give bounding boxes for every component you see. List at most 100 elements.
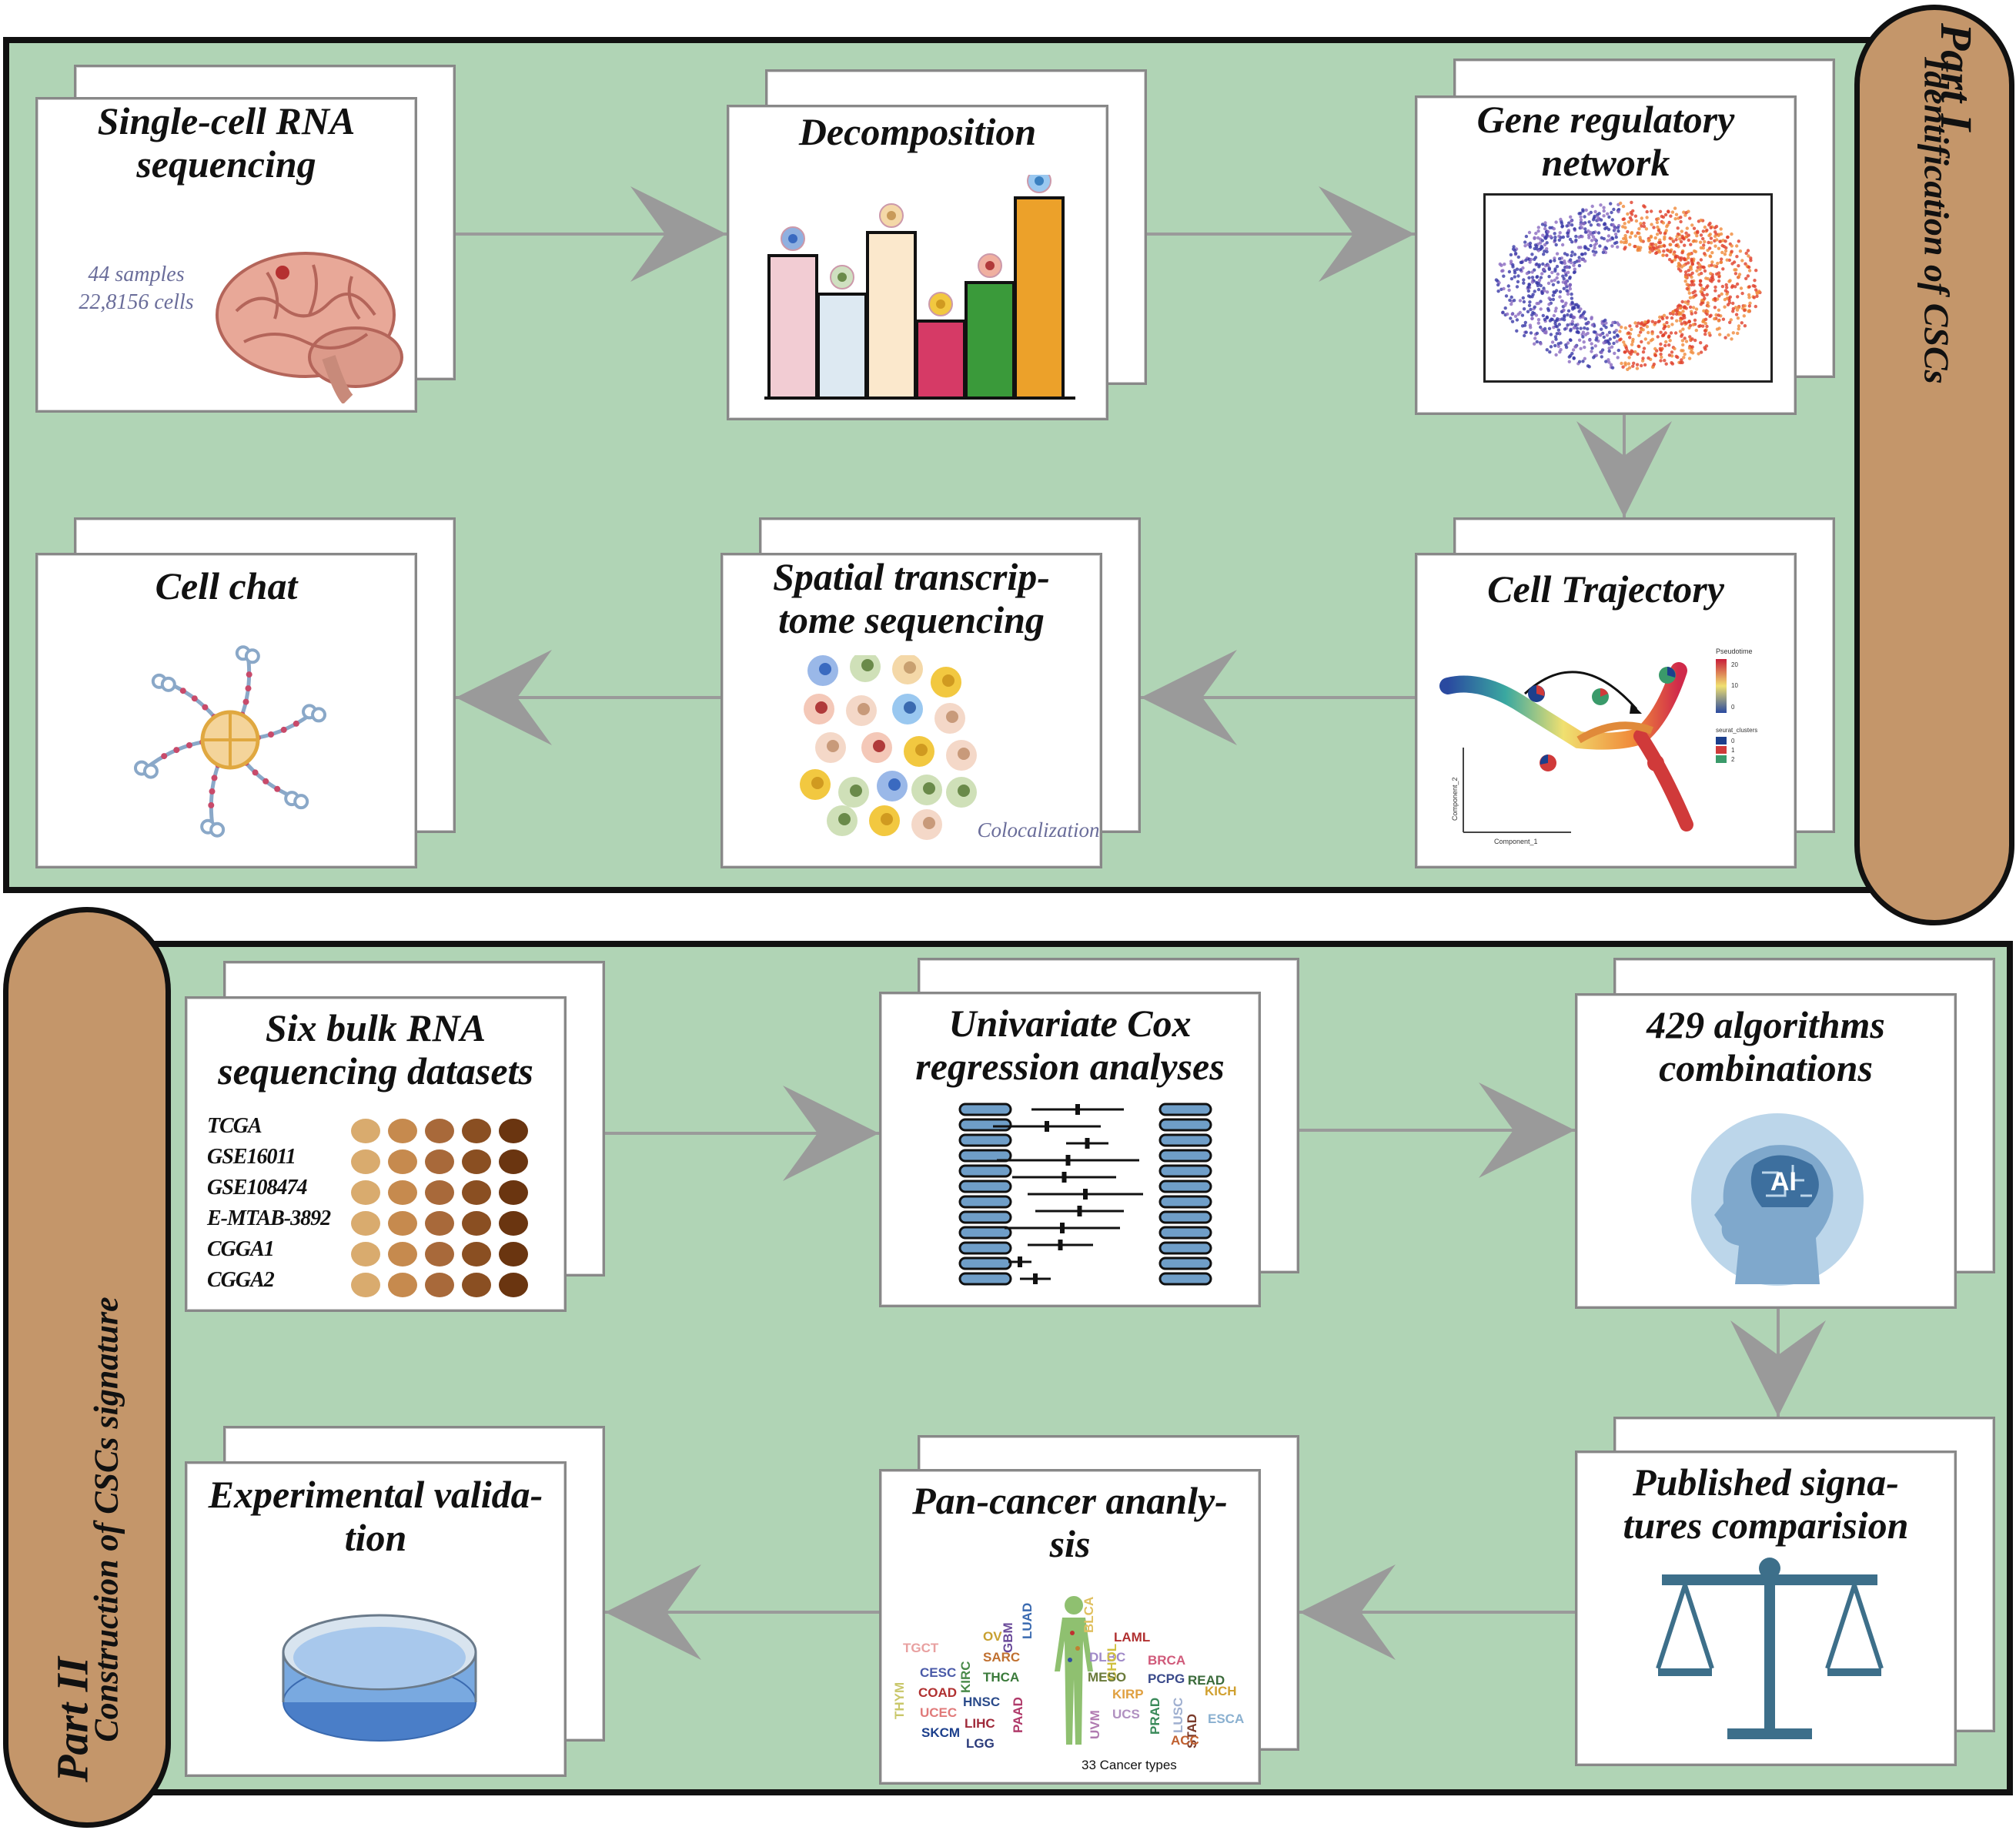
- chat-bead: [211, 775, 218, 781]
- umap-point: [1723, 289, 1728, 293]
- umap-point: [1513, 271, 1517, 275]
- umap-point: [1516, 313, 1520, 316]
- umap-point: [1662, 313, 1667, 317]
- umap-point: [1645, 325, 1650, 329]
- umap-point: [1577, 212, 1581, 216]
- spatial-nucleus: [923, 817, 935, 829]
- umap-point: [1583, 252, 1587, 256]
- umap-point: [1600, 348, 1605, 352]
- scrna-card: Single-cell RNA sequencing 44 samples 22…: [35, 97, 417, 413]
- umap-point: [1536, 318, 1541, 322]
- umap-point: [1678, 330, 1683, 333]
- umap-point: [1618, 330, 1622, 333]
- umap-point: [1547, 266, 1551, 270]
- umap-point: [1720, 292, 1723, 296]
- umap-point: [1703, 252, 1707, 256]
- umap-point: [1520, 324, 1525, 328]
- umap-point: [1628, 235, 1633, 239]
- umap-point: [1610, 345, 1614, 349]
- umap-point: [1583, 310, 1586, 314]
- umap-point: [1691, 291, 1695, 295]
- umap-point: [1566, 323, 1570, 327]
- umap-point: [1670, 316, 1674, 320]
- umap-point: [1728, 253, 1733, 257]
- umap-point: [1694, 239, 1698, 243]
- umap-point: [1572, 356, 1576, 360]
- umap-point: [1709, 236, 1713, 240]
- umap-point: [1659, 348, 1663, 352]
- umap-point: [1556, 272, 1560, 276]
- umap-point: [1751, 284, 1755, 288]
- umap-point: [1554, 243, 1558, 247]
- umap-point: [1641, 350, 1646, 354]
- umap-point: [1628, 324, 1632, 328]
- umap-point: [1613, 336, 1616, 340]
- umap-point: [1590, 342, 1593, 346]
- umap-point: [1653, 353, 1657, 357]
- umap-point: [1737, 306, 1741, 310]
- umap-point: [1708, 221, 1712, 226]
- traj-legend-title-2: seurat_clusters: [1716, 727, 1757, 734]
- receptor: [311, 707, 327, 723]
- umap-point: [1530, 316, 1534, 321]
- cell-nucleus: [887, 211, 896, 220]
- umap-point: [1521, 266, 1525, 270]
- umap-point: [1535, 331, 1540, 336]
- gene-pill: [958, 1256, 1012, 1270]
- dataset-dot: [425, 1211, 454, 1236]
- umap-point: [1593, 209, 1597, 214]
- umap-point: [1669, 243, 1673, 246]
- umap-point: [1616, 356, 1620, 360]
- pvalue-pill: [1158, 1210, 1212, 1224]
- umap-point: [1679, 239, 1683, 244]
- hr-point: [1077, 1206, 1082, 1216]
- umap-point: [1616, 226, 1620, 229]
- pan-title: Pan-cancer ananly- sis: [912, 1479, 1228, 1565]
- umap-point: [1548, 259, 1553, 264]
- decomp-bar: [1014, 196, 1065, 400]
- traj-legend-tick-10: 10: [1731, 682, 1738, 689]
- umap-point: [1528, 241, 1533, 246]
- umap-point: [1697, 352, 1700, 356]
- umap-point: [1639, 330, 1643, 334]
- umap-point: [1623, 247, 1627, 251]
- chat-bead: [186, 742, 192, 748]
- umap-point: [1570, 292, 1573, 296]
- umap-point: [1671, 239, 1676, 243]
- umap-point: [1510, 312, 1514, 316]
- gene-pill: [958, 1272, 1012, 1286]
- umap-point: [1540, 327, 1544, 332]
- chat-bead: [268, 731, 274, 738]
- umap-point: [1607, 215, 1611, 219]
- dataset-label: E-MTAB-3892: [207, 1206, 331, 1230]
- umap-point: [1539, 276, 1543, 279]
- spatial-nucleus: [850, 785, 862, 797]
- umap-point: [1737, 327, 1740, 331]
- umap-point: [1541, 262, 1545, 266]
- umap-point: [1513, 314, 1518, 318]
- cancer-type-label: PCPG: [1148, 1671, 1185, 1686]
- traj-legend-tick-20: 20: [1731, 661, 1738, 668]
- umap-point: [1550, 279, 1554, 283]
- umap-point: [1659, 352, 1663, 356]
- umap-point: [1570, 250, 1574, 254]
- umap-point: [1725, 258, 1729, 262]
- umap-point: [1717, 313, 1720, 317]
- umap-point: [1687, 326, 1691, 330]
- umap-point: [1723, 336, 1727, 340]
- umap-point: [1503, 263, 1506, 266]
- umap-point: [1595, 333, 1600, 336]
- gene-pill: [958, 1179, 1012, 1193]
- umap-point: [1494, 278, 1499, 282]
- chat-bead: [173, 747, 180, 754]
- umap-point: [1664, 229, 1668, 233]
- umap-point: [1702, 309, 1706, 313]
- scrna-note-samples: 44 samples: [88, 263, 185, 286]
- cell-nucleus: [1035, 176, 1044, 186]
- umap-point: [1734, 313, 1739, 316]
- spatial-nucleus: [815, 701, 827, 714]
- umap-point: [1749, 256, 1753, 260]
- scale-icon: [1656, 1558, 1884, 1739]
- dataset-label: TCGA: [207, 1114, 262, 1138]
